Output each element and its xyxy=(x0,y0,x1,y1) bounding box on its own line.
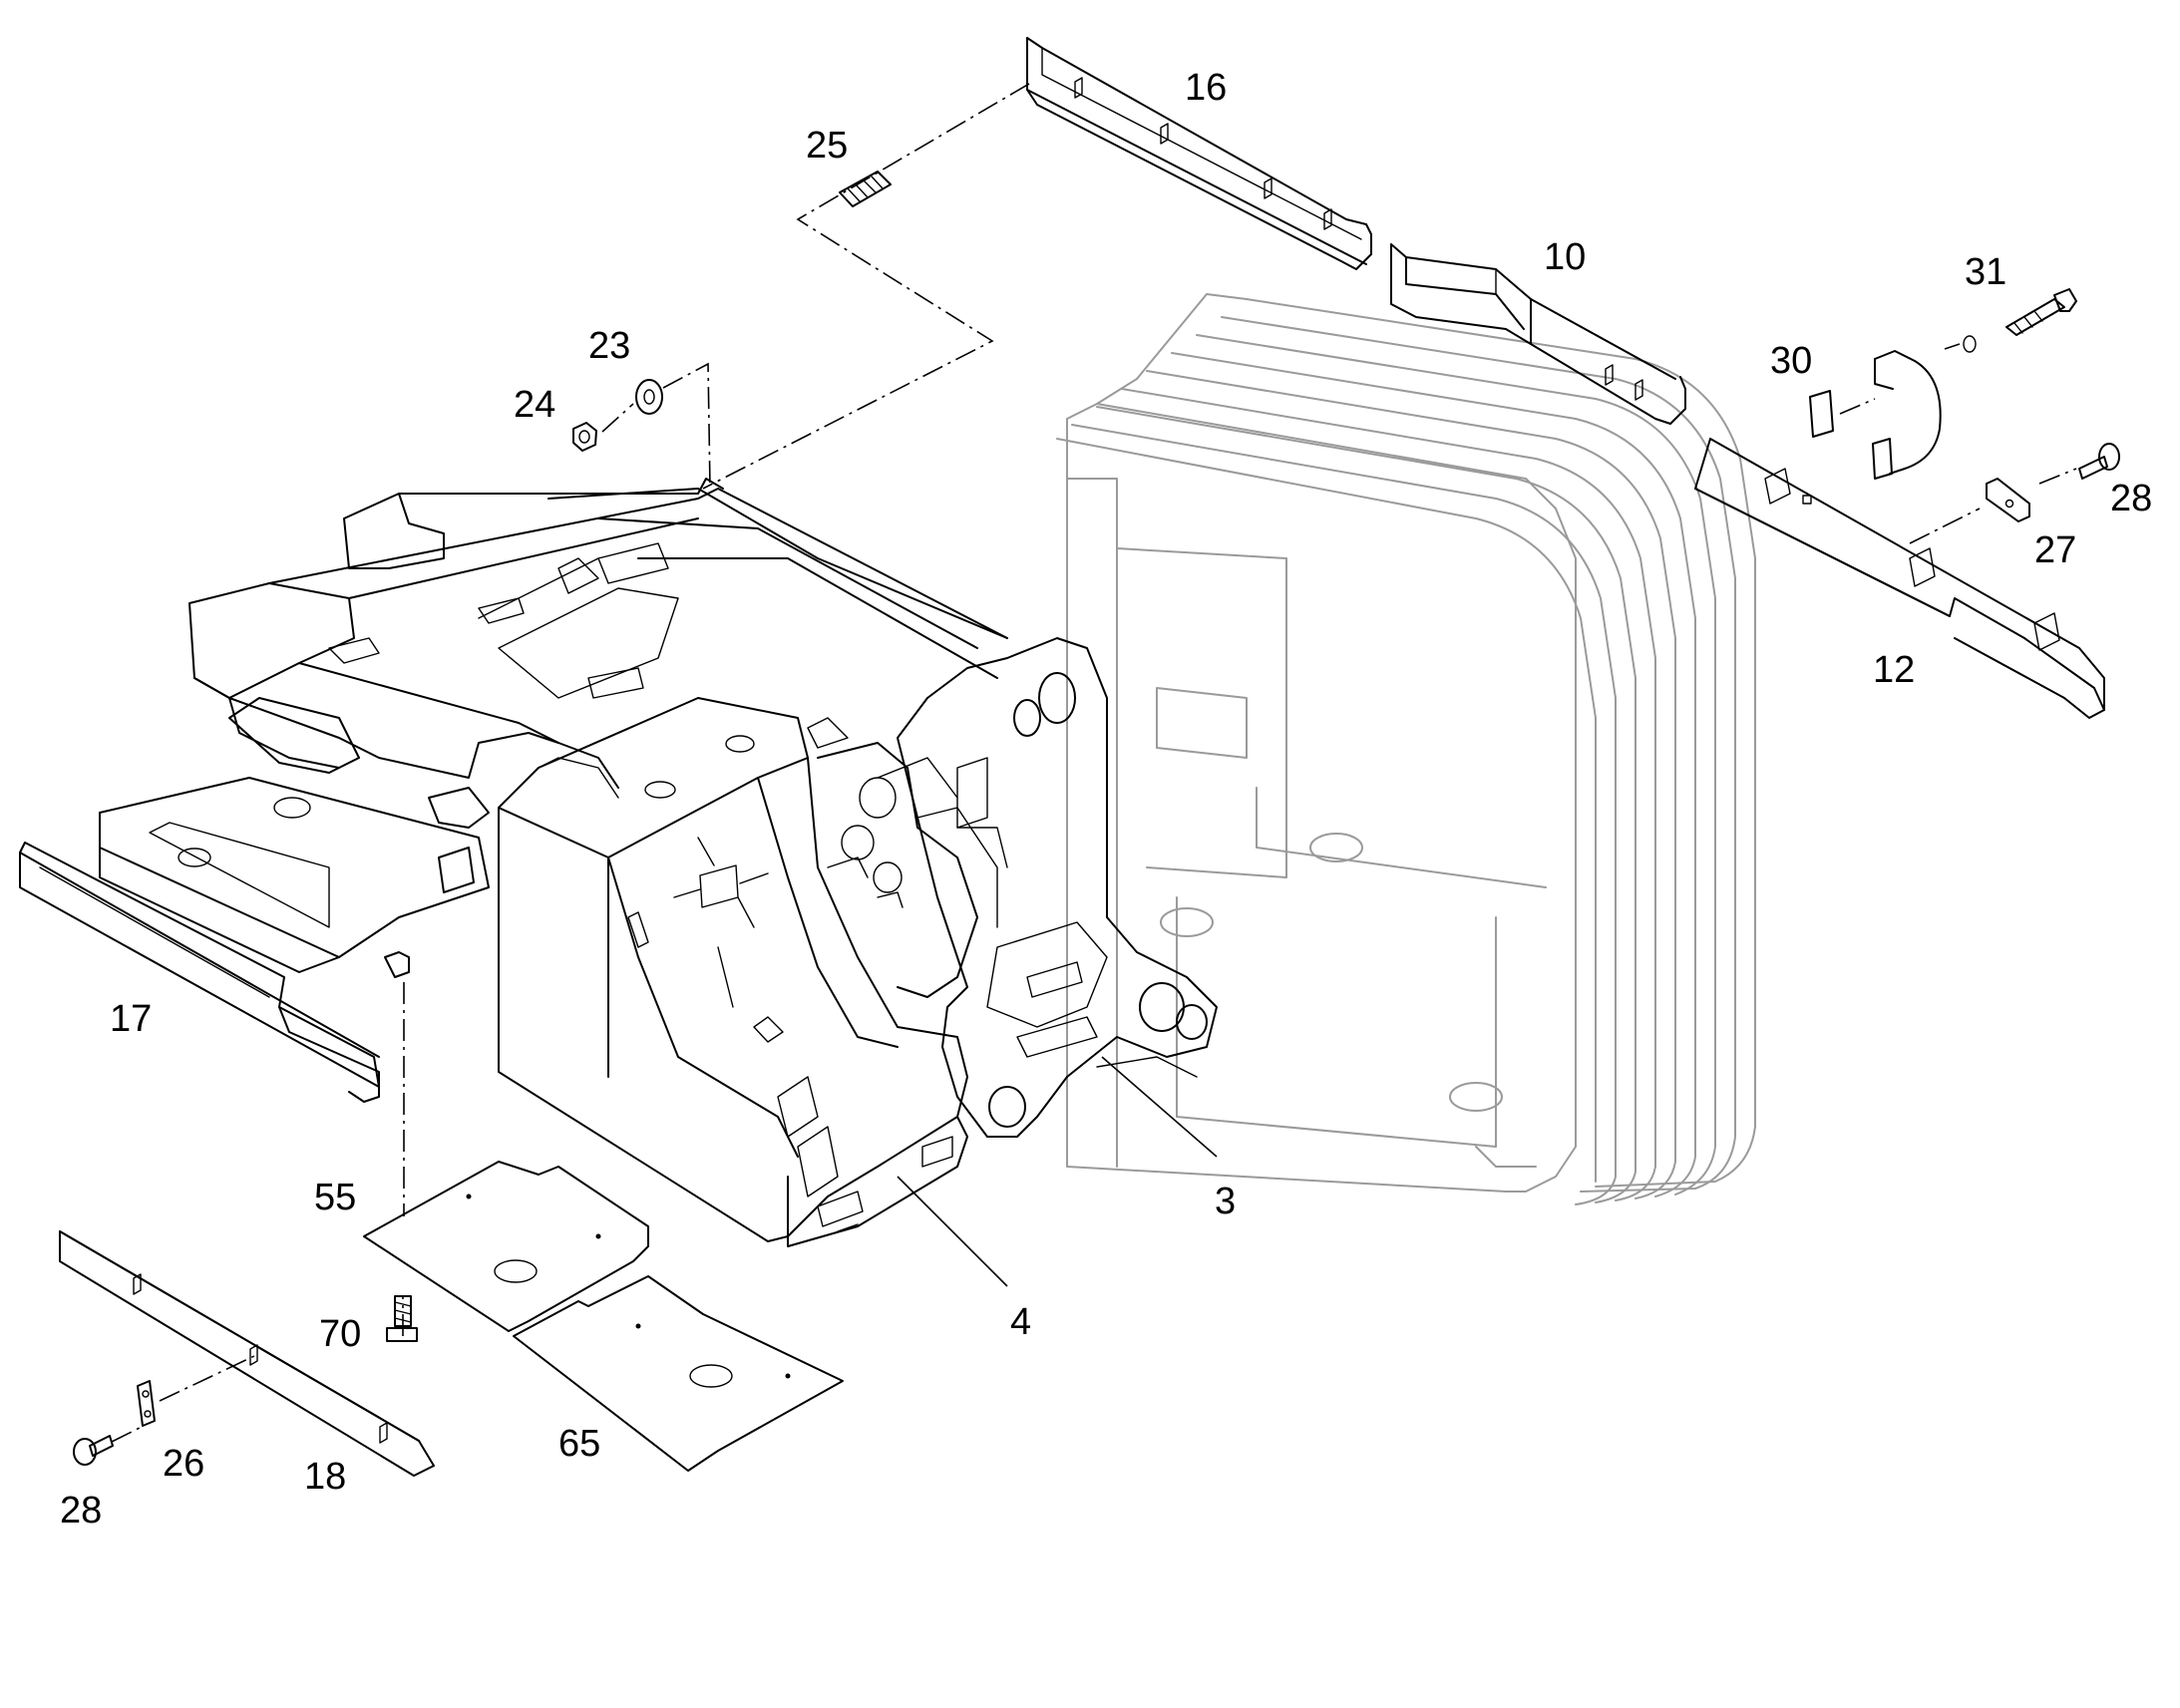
label-part-4: 4 xyxy=(1010,1301,1031,1343)
label-part-26: 26 xyxy=(163,1443,204,1485)
part-70-bolt xyxy=(386,1295,418,1342)
label-part-12: 12 xyxy=(1873,649,1915,691)
label-part-30: 30 xyxy=(1770,340,1812,382)
part-16-rail xyxy=(1026,37,1372,270)
label-part-18: 18 xyxy=(304,1456,346,1498)
label-part-28-left: 28 xyxy=(60,1490,102,1532)
part-26-plate xyxy=(137,1380,156,1427)
counterweight-slats xyxy=(1056,298,1756,1205)
label-part-16: 16 xyxy=(1185,67,1227,109)
label-part-3: 3 xyxy=(1215,1181,1236,1222)
leader-lines xyxy=(897,1056,1218,1287)
label-part-28-right: 28 xyxy=(2110,478,2152,519)
label-part-27: 27 xyxy=(2034,529,2076,571)
label-part-65: 65 xyxy=(558,1423,600,1465)
console-box xyxy=(498,697,1008,1247)
part-10-rail xyxy=(1390,243,1686,425)
part-17-rail xyxy=(19,842,380,1103)
part-24-nut xyxy=(572,422,597,452)
part-23-washer xyxy=(635,379,663,415)
part-55-plate xyxy=(363,1161,649,1332)
part-27-plate xyxy=(1986,478,2030,522)
part-17-tab xyxy=(384,951,410,978)
part-12-rail xyxy=(1694,438,2105,719)
counterweight xyxy=(1056,293,1756,1205)
handle-bracket xyxy=(1872,335,1977,480)
part-labels: 3 4 10 12 16 17 18 23 24 25 26 27 28 28 … xyxy=(60,67,2152,1532)
label-part-31: 31 xyxy=(1965,251,2006,293)
label-part-55: 55 xyxy=(314,1177,356,1218)
part-65-plate xyxy=(513,1275,844,1472)
part-28-screw-right xyxy=(2078,443,2120,480)
part-28-screw-left xyxy=(73,1435,114,1466)
label-part-10: 10 xyxy=(1544,236,1586,278)
assembly-centerlines xyxy=(111,83,2077,1443)
label-part-23: 23 xyxy=(588,325,630,367)
label-part-70: 70 xyxy=(319,1313,361,1355)
label-part-24: 24 xyxy=(514,384,555,426)
part-30-pad xyxy=(1809,390,1834,438)
label-part-17: 17 xyxy=(110,998,152,1040)
part-18-rail xyxy=(59,1230,435,1477)
part-25-stud xyxy=(839,171,892,207)
part-31-bolt xyxy=(2005,288,2077,336)
main-frame xyxy=(99,478,1008,973)
boom-bracket xyxy=(877,637,1218,1138)
label-part-25: 25 xyxy=(806,125,848,167)
